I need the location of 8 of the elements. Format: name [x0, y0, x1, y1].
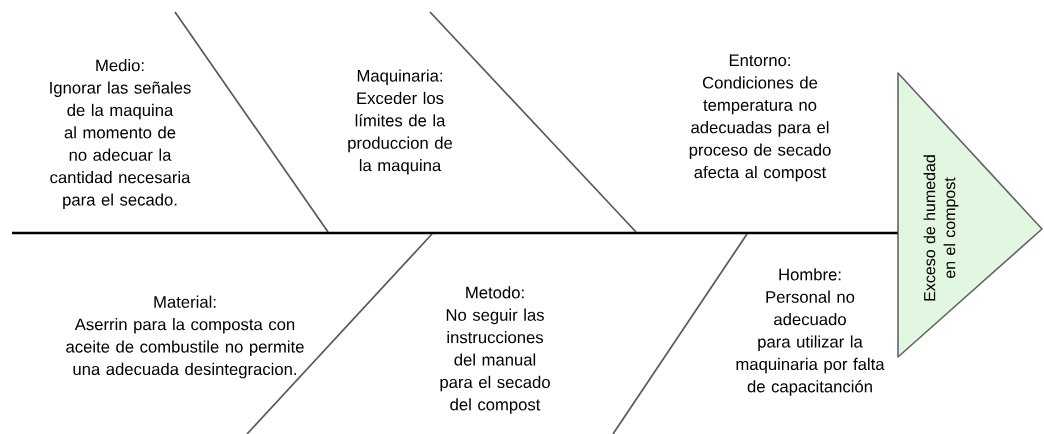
cause-text: Entorno: Condiciones de temperatura no adecuadas para el proceso de secado afecta al compost	[689, 54, 831, 182]
cause-text: Medio: Ignorar las señales de la maquina al momento de no adecuar la cantidad necesaria para el secado.	[50, 59, 191, 209]
effect-triangle: Exceso de humedad en el compost	[897, 72, 1043, 358]
cause-text: Maquinaria: Exceder los límites de la produccion de la maquina	[348, 69, 453, 175]
cause-text: Metodo: No seguir las instrucciones del manual para el secado del compost	[440, 286, 550, 414]
spine-line	[12, 231, 898, 235]
cause-text: Material: Aserrin para la composta con aceite de combustile no permite una adecuada desintegracion.	[66, 295, 304, 379]
cause-text: Hombre: Personal no adecuado para utilizar la maquinaria por falta de capacitanción	[736, 268, 885, 396]
